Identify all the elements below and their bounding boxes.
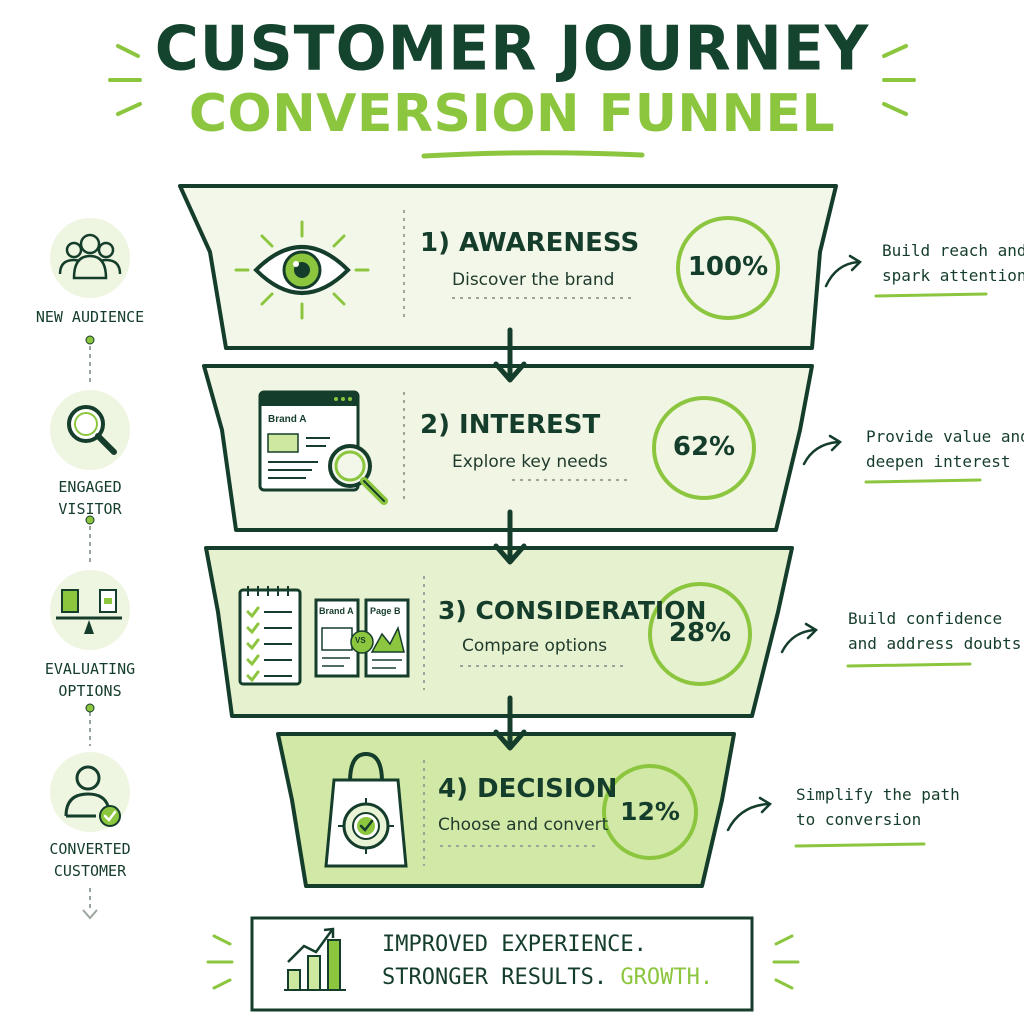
note-arrow-2 [802,434,843,466]
compare-card-a-label: Brand A [319,606,354,616]
note-underlines [794,292,988,848]
note-awareness-line-2: spark attention [882,266,1024,285]
note-awareness-line-1: Build reach and [882,241,1024,260]
growth-bars-icon [284,927,346,991]
percent-interest: 62% [672,432,736,462]
funnel-band-awareness [178,184,838,350]
magnifier-icon [67,405,117,455]
stage-subtitle-awareness: Discover the brand [452,270,615,290]
note-arrow-3 [780,622,819,654]
persona-label-visitor: VISITOR [58,500,122,518]
down-arrow-1 [493,327,527,383]
mockup-label: Brand A [268,414,307,425]
stage-subtitle-consideration: Compare options [462,636,608,656]
eye-icon [234,220,370,320]
persona-label-options: OPTIONS [58,682,122,700]
percent-ring-interest [652,396,756,500]
band-dividers [403,210,636,866]
title-underline [421,150,645,159]
percent-ring-consideration [648,582,752,686]
note-consideration-line-2: and address doubts [848,634,1022,653]
note-decision-line-2: to conversion [796,810,922,829]
connector-dots [85,335,95,713]
stage-title-consideration: 3) CONSIDERATION [438,596,707,625]
stage-title-decision: 4) DECISION [438,774,618,804]
footer-spark-right [772,934,800,990]
note-consideration-line-1: Build confidence [848,609,1003,628]
shopping-bag-target-icon [324,751,408,868]
checklist-compare-icon [238,586,410,686]
note-interest-line-2: deepen interest [866,452,1011,471]
note-interest-line-1: Provide value and [866,427,1024,446]
title-spark-right [882,44,916,116]
footer-line-2-a: STRONGER RESULTS. [382,965,608,990]
title-line-1: CUSTOMER JOURNEY [154,13,870,85]
percent-ring-awareness [676,216,780,320]
compare-card-b-label: Page B [370,606,401,616]
footer-spark-left [206,934,234,990]
footer-line-2: STRONGER RESULTS. GROWTH. [382,961,713,994]
percent-decision: 12% [620,797,680,826]
footer-line-2-b: GROWTH. [620,965,714,990]
group-icon [58,233,122,280]
vs-badge: VS [355,636,366,645]
persona-label-new-audience: NEW AUDIENCE [35,308,145,326]
percent-awareness: 100% [687,252,769,282]
title-spark-left [108,44,142,116]
percent-ring-decision [602,764,698,860]
stage-subtitle-interest: Explore key needs [452,452,608,472]
down-arrow-3 [493,695,527,751]
stage-title-awareness: 1) AWARENESS [420,228,640,258]
persona-label-customer: CUSTOMER [53,862,127,880]
note-decision-line-1: Simplify the path [796,785,960,804]
footer-line-1: IMPROVED EXPERIENCE. [382,932,647,957]
title-line-2: CONVERSION FUNNEL [188,84,836,144]
stage-title-interest: 2) INTEREST [420,410,601,440]
browser-search-icon [258,390,388,505]
persona-end-arrow [82,909,98,920]
persona-label-converted: CONVERTED [49,840,131,858]
user-check-icon [64,765,121,827]
balance-scale-icon [56,589,122,634]
note-arrow-1 [824,254,863,288]
down-arrow-2 [493,509,527,565]
persona-label-evaluating: EVALUATING [44,660,136,678]
note-arrow-4 [726,796,773,832]
stage-subtitle-decision: Choose and convert [438,815,609,835]
persona-label-engaged: ENGAGED [58,478,122,496]
percent-consideration: 28% [668,618,732,648]
